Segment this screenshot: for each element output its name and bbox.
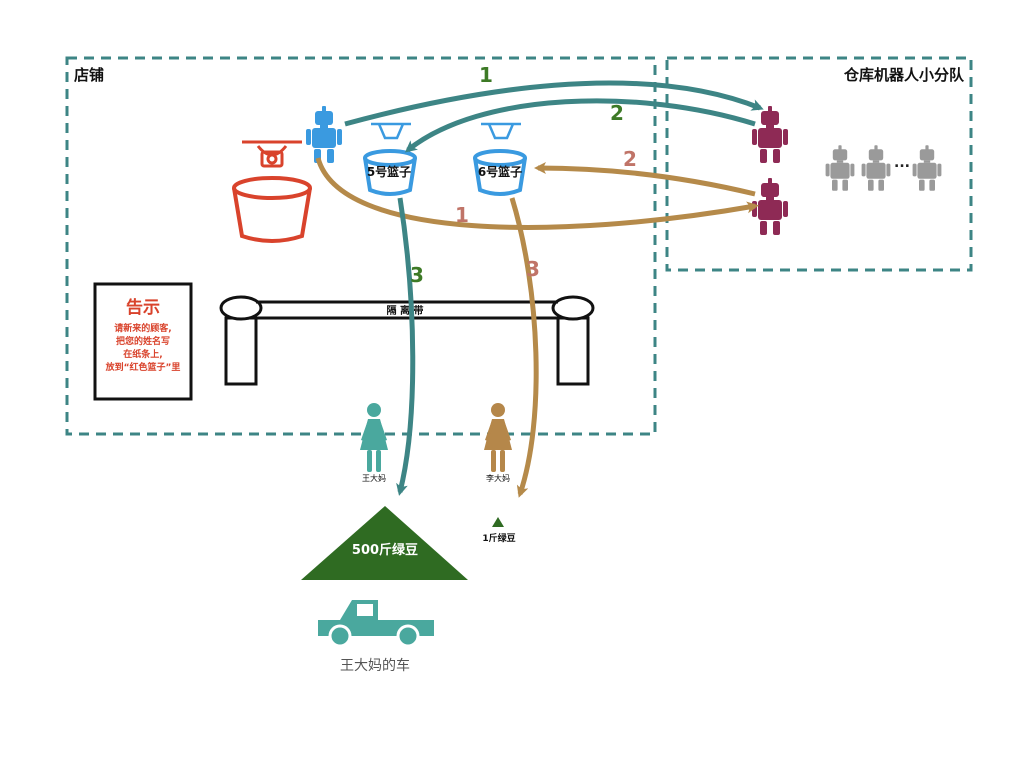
- step1-label-a: 1: [479, 63, 493, 87]
- red-drone-icon: [242, 140, 302, 168]
- basket-5-icon: [363, 149, 417, 196]
- store-boundary: [65, 56, 657, 436]
- small-pile-triangle: [492, 517, 504, 527]
- red-basket-icon: [232, 176, 312, 243]
- arrow-step2-brown: [534, 162, 756, 197]
- basket-6-label: 6号篮子: [478, 164, 522, 179]
- truck-caption: 王大妈的车: [340, 657, 410, 674]
- step2-label-a: 2: [610, 101, 624, 125]
- truck-icon: [318, 600, 434, 648]
- notice-line-1: 请新来的顾客,: [114, 322, 171, 334]
- notice-board: [93, 282, 193, 401]
- arrow-step3-brown: [509, 197, 539, 498]
- arrow-step3-teal: [396, 197, 416, 496]
- wang-label: 王大妈: [362, 473, 386, 483]
- barrier-icon: [219, 295, 595, 386]
- warehouse-robot-1-icon: [752, 106, 788, 163]
- notice-line-2: 把您的姓名写: [116, 335, 170, 347]
- woman-wang-icon: [360, 403, 388, 472]
- reserve-robot-3-icon: [912, 145, 942, 191]
- warehouse-boundary: [665, 56, 973, 272]
- notice-line-3: 在纸条上,: [123, 348, 162, 360]
- warehouse-title: 仓库机器人小分队: [843, 66, 965, 84]
- barrier-label: 隔 离 带: [387, 304, 424, 317]
- step1-label-b: 1: [455, 203, 469, 227]
- drone-6-icon: [481, 122, 521, 140]
- reserve-robot-1-icon: [825, 145, 855, 191]
- store-title: 店铺: [74, 66, 104, 84]
- big-pile-label: 500斤绿豆: [352, 542, 418, 558]
- small-pile-label: 1斤绿豆: [482, 532, 515, 544]
- notice-line-4: 放到“红色篮子”里: [105, 361, 181, 373]
- step2-label-b: 2: [623, 147, 637, 171]
- reserve-ellipsis: ...: [894, 155, 910, 171]
- big-pile-triangle: [301, 506, 468, 580]
- reserve-robot-2-icon: [861, 145, 891, 191]
- arrow-step1-brown: [315, 157, 759, 230]
- warehouse-robot-2-icon: [752, 178, 788, 235]
- notice-title: 告示: [126, 297, 160, 318]
- arrow-step2-teal: [404, 98, 756, 153]
- basket-6-icon: [473, 149, 527, 196]
- li-label: 李大妈: [486, 473, 510, 483]
- step3-label-a: 3: [410, 263, 424, 287]
- basket-5-label: 5号篮子: [367, 164, 411, 179]
- step3-label-b: 3: [526, 257, 540, 281]
- woman-li-icon: [484, 403, 512, 472]
- store-robot-icon: [306, 106, 342, 163]
- drone-5-icon: [371, 122, 411, 140]
- arrow-step1-teal: [344, 80, 764, 127]
